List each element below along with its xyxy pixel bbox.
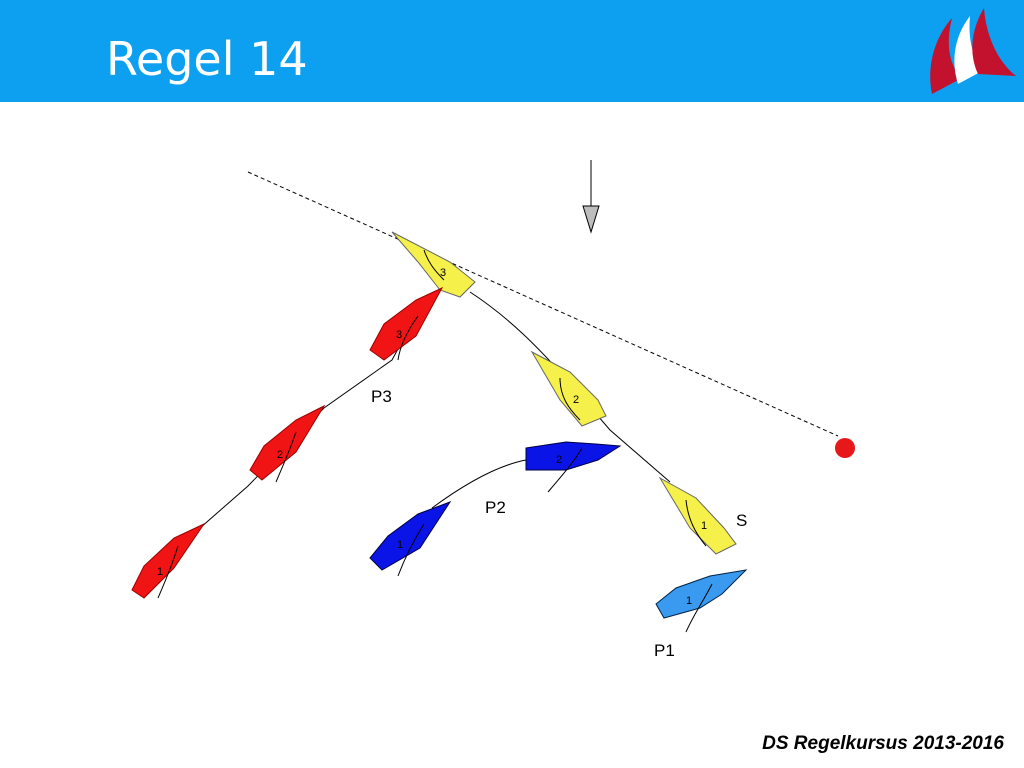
position-label: 1: [397, 539, 403, 551]
boat-port1-1: 1: [655, 569, 748, 633]
position-label: 1: [157, 566, 163, 578]
position-label: 2: [277, 449, 283, 461]
label-port-2: P2: [485, 498, 506, 517]
slide-title: Regel 14: [106, 32, 308, 86]
boat-starboard-1: 1: [658, 476, 737, 555]
position-label: 2: [556, 454, 562, 466]
position-label: 3: [440, 267, 446, 279]
start-line: [247, 171, 839, 437]
sailing-logo-icon: [930, 8, 1016, 94]
boat-port2-1: 1: [369, 500, 452, 577]
boat-port3-2: 2: [249, 404, 326, 483]
label-starboard: S: [736, 511, 747, 530]
header-bar: Regel 14: [0, 0, 1024, 102]
boat-port3-3: 3: [369, 286, 444, 361]
mark-buoy-icon: [835, 438, 855, 458]
boat-starboard-2: 2: [530, 350, 607, 427]
label-port-3: P3: [371, 387, 392, 406]
position-label: 3: [396, 329, 402, 341]
label-port-1: P1: [654, 641, 675, 660]
boat-port2-2: 2: [525, 441, 622, 493]
boat-starboard-3: 3: [391, 231, 476, 298]
track-port-2: [431, 459, 527, 509]
position-label: 1: [701, 520, 707, 532]
position-label: 1: [686, 595, 692, 607]
boat-port3-1: 1: [131, 522, 206, 599]
footer-text: DS Regelkursus 2013-2016: [762, 733, 1004, 754]
position-label: 2: [573, 394, 579, 406]
wind-arrow-icon: [582, 160, 600, 234]
